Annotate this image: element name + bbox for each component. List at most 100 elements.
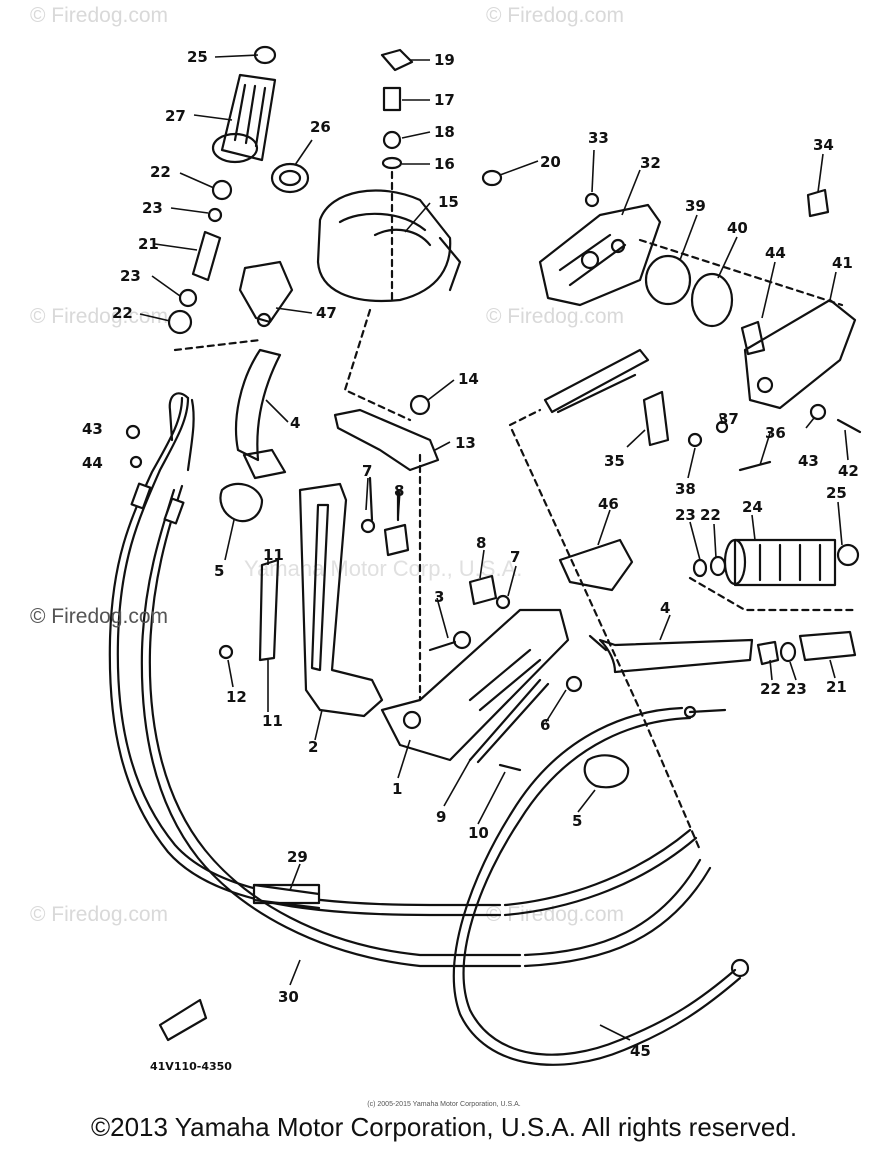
bracket-13: [333, 408, 440, 472]
washer-18: [382, 130, 402, 150]
plate-11: [258, 558, 280, 662]
callout-7: 7: [510, 548, 520, 566]
grip-27: [211, 45, 277, 164]
callout-23b: 23: [120, 267, 141, 285]
cable-29: [130, 482, 712, 968]
plate-9: [468, 678, 542, 762]
ring-23d: [692, 558, 708, 578]
block-8b: [468, 574, 498, 606]
ring-23a: [207, 207, 223, 223]
callout-23c: 23: [675, 506, 696, 524]
part-37: [644, 254, 692, 306]
ring-23b: [178, 288, 198, 308]
callout-labels: 25 27 2 6 22 23 21 23 22 4 7 19 17 1 8 16 1…: [82, 48, 859, 1073]
callout-27: 27: [165, 107, 186, 125]
nut-7b: [495, 594, 511, 610]
callout-24: 24: [742, 498, 763, 516]
small-notice: (c) 2005-2015 Yamaha Motor Corporation, …: [367, 1101, 521, 1108]
callout-9: 9: [436, 808, 446, 826]
copyright-footer: ©2013 Yamaha Motor Corporation, U.S.A. A…: [90, 1112, 798, 1142]
cap-5b: [583, 754, 630, 789]
exploded-parts-drawing: 25 27 2 6 22 23 21 23 22 4 7 19 17 1 8 16 1…: [82, 45, 862, 1073]
cap-25b: [836, 543, 860, 567]
cap-5a: [219, 482, 264, 523]
callout-12: 12: [226, 688, 247, 706]
lever-1: [380, 608, 570, 762]
bracket-47: [238, 260, 294, 324]
grip-24: [723, 538, 837, 587]
part-32: [806, 188, 830, 218]
clip-19: [380, 48, 414, 72]
callout-45: 45: [630, 1042, 651, 1060]
callout-19: 19: [434, 51, 455, 69]
callout-16: 16: [434, 155, 455, 173]
part-38: [690, 272, 734, 328]
callout-43: 43: [82, 420, 103, 438]
washer-26: [270, 162, 310, 194]
callout-35: 37: [718, 410, 739, 428]
callout-23d: 23: [786, 680, 807, 698]
callout-22c: 22: [700, 506, 721, 524]
callout-44: 44: [82, 454, 103, 472]
callout-41: 43: [798, 452, 819, 470]
callout-10: 10: [468, 824, 489, 842]
callout-8b: 8: [394, 482, 404, 500]
watermark-mid-left: © Firedog.com: [30, 305, 169, 328]
callout-11: 11: [262, 712, 283, 730]
callout-25b: 25: [826, 484, 847, 502]
callout-38: 40: [727, 219, 748, 237]
screw-17: [382, 86, 402, 112]
cap-22a: [211, 179, 233, 201]
weight-21: [191, 230, 222, 282]
callout-32: 34: [813, 136, 834, 154]
watermark-top-right: © Firedog.com: [486, 4, 625, 27]
screw-31: [584, 192, 600, 208]
callout-40: 42: [838, 462, 859, 480]
callout-5: 5: [214, 562, 224, 580]
cable-28: [108, 396, 698, 917]
watermark-top-left: © Firedog.com: [30, 4, 169, 27]
callout-5b: 5: [572, 812, 582, 830]
screw-3: [428, 640, 457, 652]
spring-42: [740, 320, 766, 356]
lever-2: [298, 482, 384, 718]
callout-33: 35: [604, 452, 625, 470]
callout-31: 33: [588, 129, 609, 147]
callout-22d: 22: [760, 680, 781, 698]
callout-42: 44: [765, 244, 786, 262]
callout-14: 14: [458, 370, 479, 388]
cable-upper-right: [543, 348, 650, 414]
watermark-center: Yamaha Motor Corp., U.S.A.: [244, 556, 523, 581]
callout-13: 13: [455, 434, 476, 452]
switch-housing-30: [538, 203, 662, 307]
cap-22c: [756, 640, 780, 666]
screw-12: [218, 644, 234, 660]
watermark-left-dark: © Firedog.com: [30, 605, 169, 628]
callout-21b: 21: [826, 678, 847, 696]
callout-3: 3: [434, 588, 444, 606]
callout-15: 15: [438, 193, 459, 211]
callout-2: 2: [308, 738, 318, 756]
watermark-mid-right: © Firedog.com: [486, 305, 625, 328]
callout-1: 1: [392, 780, 402, 798]
callout-34: 36: [765, 424, 786, 442]
callout-22: 22: [150, 163, 171, 181]
washer-41: [809, 403, 827, 421]
callout-6: 6: [540, 716, 550, 734]
callout-23: 23: [142, 199, 163, 217]
callout-28: 29: [287, 848, 308, 866]
screw-6: [565, 675, 583, 693]
washer-16: [381, 156, 403, 170]
callout-17: 17: [434, 91, 455, 109]
callout-46: 46: [598, 495, 619, 513]
callout-20: 20: [540, 153, 561, 171]
screw-43: [125, 424, 141, 440]
callout-11top: 11: [263, 546, 284, 564]
nut-7a: [360, 518, 376, 534]
screw-44: [129, 455, 143, 469]
block-8a: [383, 523, 410, 557]
callout-30: 32: [640, 154, 661, 172]
part-label-tag: [158, 998, 208, 1042]
callout-4b: 4: [660, 599, 670, 617]
cap-22d: [709, 555, 727, 577]
